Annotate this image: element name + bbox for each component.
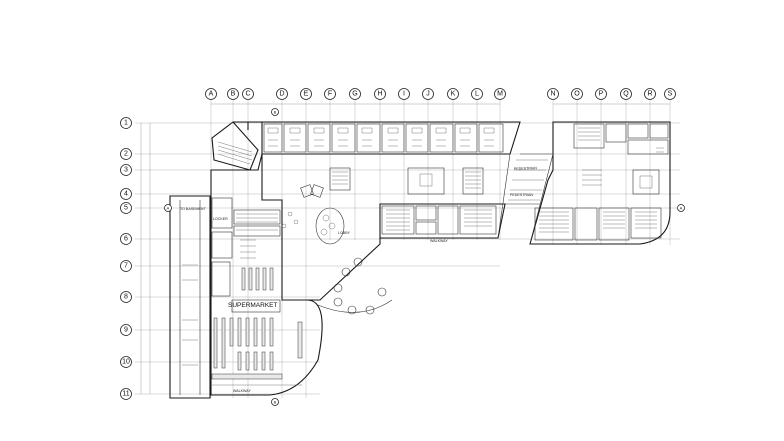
dimension-lines: [140, 103, 670, 394]
row-bubble-3: 3: [120, 164, 132, 176]
column-bubble-l: L: [471, 88, 483, 100]
section-marker-b-bottom: B: [271, 398, 279, 406]
column-bubble-q: Q: [620, 88, 632, 100]
svg-text:H: H: [377, 91, 382, 98]
svg-text:P: P: [599, 91, 604, 98]
svg-text:E: E: [304, 91, 309, 98]
svg-text:1: 1: [124, 120, 128, 127]
column-bubble-c: C: [242, 88, 254, 100]
column-bubble-o: O: [571, 88, 583, 100]
svg-text:A: A: [680, 206, 683, 211]
column-bubble-d: D: [276, 88, 288, 100]
svg-text:8: 8: [124, 294, 128, 301]
section-marker-a-left: A: [164, 204, 172, 212]
column-bubble-j: J: [422, 88, 434, 100]
svg-text:4: 4: [124, 191, 128, 198]
svg-text:Q: Q: [623, 91, 629, 98]
row-bubble-4: 4: [120, 188, 132, 200]
svg-text:3: 3: [124, 167, 128, 174]
column-bubble-f: F: [324, 88, 336, 100]
svg-text:S: S: [668, 91, 673, 98]
column-bubble-p: P: [595, 88, 607, 100]
svg-text:G: G: [352, 91, 357, 98]
row-bubbles: 1 2 3 4 5 6 7 8 9 10 11: [120, 117, 132, 400]
svg-text:F: F: [328, 91, 332, 98]
svg-text:L: L: [475, 91, 479, 98]
row-bubble-1: 1: [120, 117, 132, 129]
column-bubble-a: A: [205, 88, 217, 100]
svg-text:10: 10: [122, 359, 130, 366]
svg-text:B: B: [274, 400, 277, 405]
svg-text:B: B: [274, 110, 277, 115]
pedestrian-label-upper: PEDESTRIAN: [514, 166, 537, 171]
upper-wing: [211, 121, 521, 239]
column-bubble-b: B: [227, 88, 239, 100]
row-bubble-7: 7: [120, 260, 132, 272]
column-bubble-m: M: [494, 88, 506, 100]
svg-text:11: 11: [122, 391, 129, 398]
locker-label: LOCKER: [213, 217, 228, 221]
row-bubble-6: 6: [120, 233, 132, 245]
svg-text:R: R: [647, 91, 652, 98]
svg-text:K: K: [451, 91, 456, 98]
svg-text:O: O: [574, 91, 580, 98]
row-bubble-9: 9: [120, 324, 132, 336]
svg-text:A: A: [209, 91, 214, 98]
to-basement-label: TO BASEMENT: [180, 207, 206, 211]
svg-text:7: 7: [124, 263, 128, 270]
column-bubble-e: E: [300, 88, 312, 100]
svg-text:N: N: [550, 91, 555, 98]
supermarket-block: [169, 153, 323, 399]
row-bubble-5: 5: [120, 202, 132, 214]
column-bubble-i: I: [398, 88, 410, 100]
row-bubble-11: 11: [120, 388, 132, 400]
lobby-label: LOBBY: [338, 231, 351, 235]
supermarket-label: SUPERMARKET: [228, 302, 278, 309]
svg-text:B: B: [231, 91, 236, 98]
svg-text:6: 6: [124, 236, 128, 243]
svg-text:M: M: [497, 91, 503, 98]
row-bubble-2: 2: [120, 148, 132, 160]
column-bubble-s: S: [664, 88, 676, 100]
svg-text:2: 2: [124, 151, 128, 158]
column-bubble-g: G: [349, 88, 361, 100]
svg-text:I: I: [403, 91, 405, 98]
lobby-reception-ellipse: [315, 207, 345, 245]
lobby-area: [281, 207, 393, 315]
section-marker-b-top: B: [271, 108, 279, 116]
column-bubble-k: K: [447, 88, 459, 100]
walkway-label-lower: WALKWAY: [233, 389, 251, 393]
pedestrian-bridge: [497, 153, 554, 245]
column-bubble-h: H: [374, 88, 386, 100]
svg-text:C: C: [245, 91, 250, 98]
column-bubble-n: N: [547, 88, 559, 100]
section-marker-a-right: A: [677, 204, 685, 212]
svg-text:J: J: [426, 91, 430, 98]
row-bubble-10: 10: [120, 356, 132, 368]
section-markers: A A B B: [164, 108, 685, 406]
right-wing: [529, 121, 671, 245]
row-bubble-8: 8: [120, 291, 132, 303]
svg-text:D: D: [279, 91, 284, 98]
walkway-label-upper: WALKWAY: [430, 239, 448, 243]
svg-text:5: 5: [124, 205, 128, 212]
svg-text:A: A: [167, 206, 170, 211]
column-bubble-r: R: [644, 88, 656, 100]
column-bubbles: A B C D E F G H I J K L M N O P Q R S: [205, 88, 676, 100]
pedestrian-label-lower: PEDESTRIAN: [510, 193, 533, 197]
svg-text:9: 9: [124, 327, 128, 334]
